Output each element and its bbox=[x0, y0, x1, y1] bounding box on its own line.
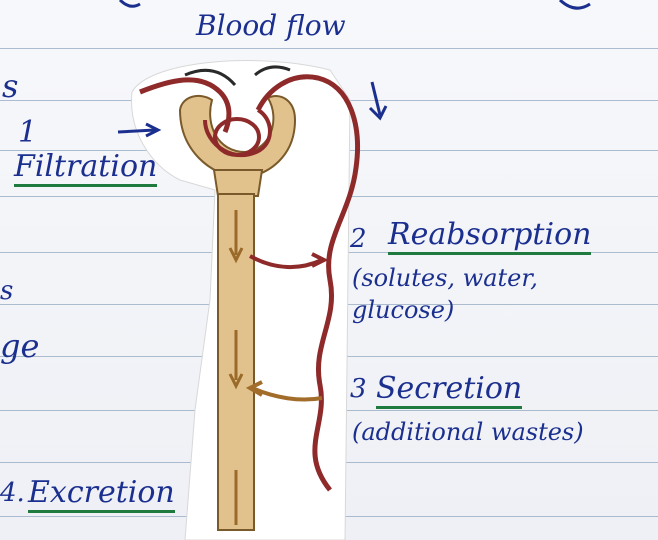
secretion-number: 3 bbox=[350, 376, 367, 402]
filtration-arrow bbox=[118, 130, 155, 132]
excretion-number: 4. bbox=[0, 480, 25, 506]
filtration-number: 1 bbox=[18, 118, 37, 148]
filtration-label: Filtration bbox=[14, 152, 157, 187]
reabsorption-note: (solutes, water, glucose) bbox=[352, 262, 632, 327]
cut-off-writing bbox=[560, 0, 590, 8]
cut-off-writing bbox=[120, 0, 140, 6]
secretion-note: (additional wastes) bbox=[352, 420, 584, 444]
partial-text: s bbox=[2, 70, 18, 102]
partial-text: ge bbox=[0, 330, 39, 362]
secretion-label: Secretion bbox=[376, 374, 522, 409]
excretion-label: Excretion bbox=[28, 478, 175, 513]
partial-text: s bbox=[0, 278, 13, 304]
blood-flow-label: Blood flow bbox=[196, 12, 346, 40]
reabsorption-number: 2 bbox=[350, 226, 367, 252]
tubule-neck bbox=[214, 170, 262, 196]
reabsorption-label: Reabsorption bbox=[388, 220, 591, 255]
